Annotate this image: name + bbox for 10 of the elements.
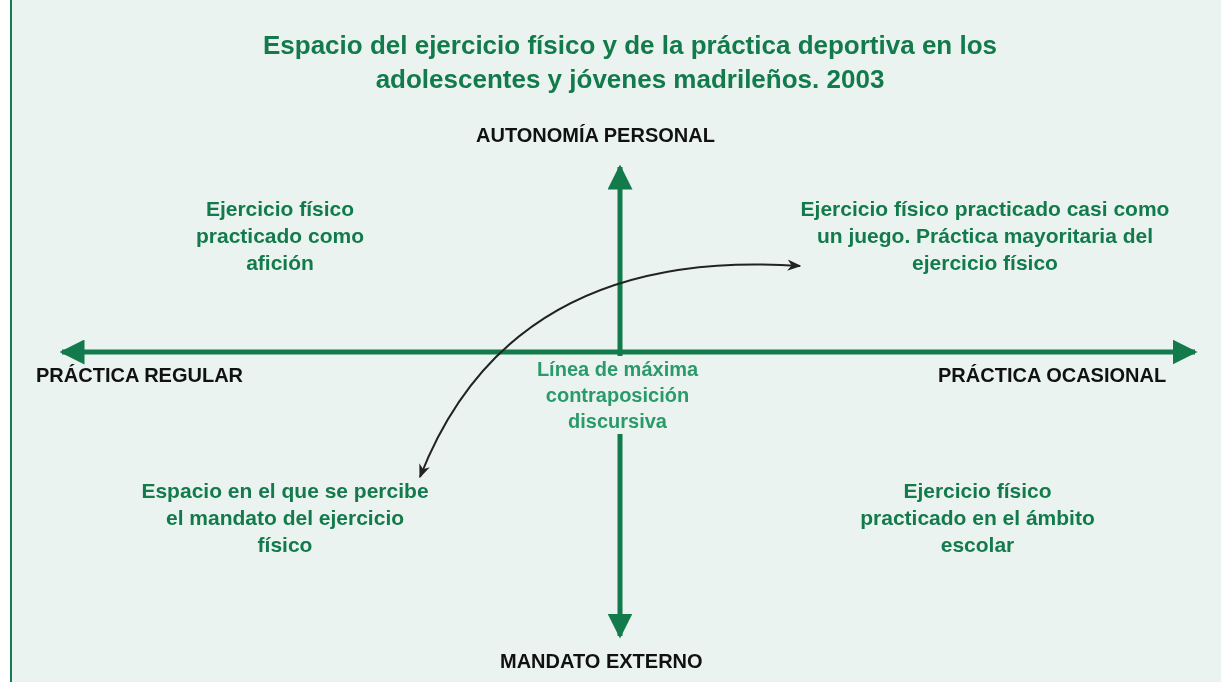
axis-label: PRÁCTICA OCASIONAL	[938, 364, 1167, 387]
axis-label: PRÁCTICA REGULAR	[36, 364, 244, 387]
diagram-title: Espacio del ejercicio físico y de la práctica deportiva en los adolescentes y jóvenes madrileños. 2003	[261, 29, 999, 96]
quadrant-text: Ejercicio físico practicado casi como un juego. Práctica mayoritaria del ejercicio físico	[800, 195, 1170, 276]
quadrant-text: Ejercicio físico practicado en el ámbito escolar	[860, 477, 1095, 558]
quadrant-text: Espacio en el que se percibe el mandato del ejercicio físico	[140, 477, 430, 558]
axis-label: MANDATO EXTERNO	[500, 650, 703, 673]
quadrant-text: Ejercicio físico practicado como afición	[175, 195, 385, 276]
curved-arrow	[419, 260, 802, 479]
axis-label: AUTONOMÍA PERSONAL	[476, 124, 715, 147]
